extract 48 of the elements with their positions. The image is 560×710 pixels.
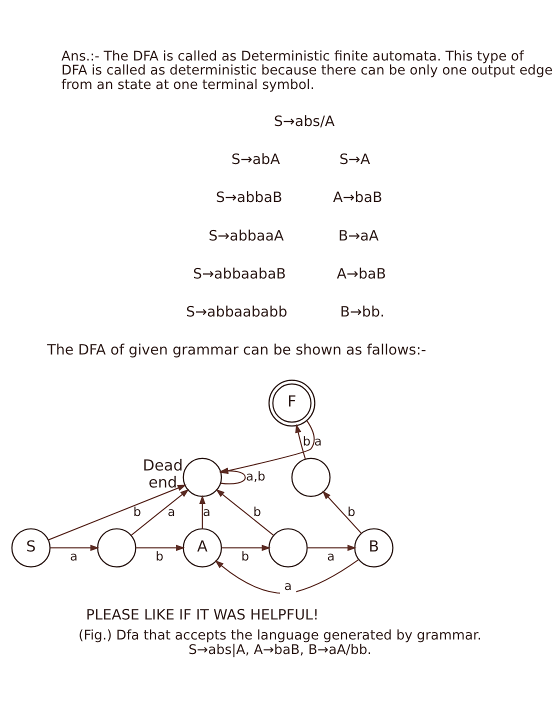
label: B→aA — [338, 228, 379, 244]
arrow — [222, 544, 271, 551]
node-circle: F — [268, 380, 316, 427]
arrow — [214, 559, 359, 594]
label: B→bb. — [340, 304, 385, 320]
edge-label: b — [302, 434, 311, 448]
node-circle — [291, 458, 331, 498]
edge-label: a,b — [246, 470, 266, 484]
arrow — [136, 544, 186, 551]
label: S→abA — [231, 152, 280, 168]
node-circle — [97, 528, 136, 568]
label: A→baB — [336, 266, 386, 282]
label: S→A — [339, 152, 370, 168]
node-circle: B — [354, 528, 394, 568]
edge-label: a — [202, 504, 210, 519]
edge-label: a — [327, 550, 335, 564]
arrow — [322, 490, 362, 534]
node-circle — [182, 458, 222, 498]
label: The DFA of given grammar can be shown as fallows:- — [47, 342, 426, 359]
arrow — [295, 424, 306, 460]
label: S→abbaababb — [186, 304, 288, 320]
edge-label: a — [314, 434, 322, 448]
label: PLEASE LIKE IF IT WAS HELPFUL! — [86, 607, 319, 624]
edge-label: b — [156, 550, 164, 564]
arrow — [199, 495, 206, 529]
edge-label: b — [348, 504, 356, 519]
edge-label: a — [284, 579, 292, 594]
caption: (Fig.) Dfa that accepts the language generated by grammar. S→abs|A, A→baB, B→aA/bb. — [78, 628, 482, 658]
label: S→abbaB — [216, 190, 282, 206]
label: S→abbaaA — [208, 228, 284, 244]
node-circle: A — [182, 528, 222, 568]
arrow — [48, 484, 187, 540]
arrow — [216, 488, 274, 536]
label: S→abbaabaB — [193, 266, 286, 282]
label: A→baB — [332, 190, 382, 206]
edge-label: b — [253, 504, 262, 519]
edge-label: a — [70, 550, 78, 564]
edge-label: a — [168, 504, 176, 519]
edge-label: b — [133, 504, 142, 519]
arrow — [130, 488, 190, 536]
label: S→abs/A — [274, 114, 335, 130]
arrow — [308, 544, 356, 551]
arrow — [50, 544, 100, 551]
label: Ans.:- The DFA is called as Deterministic finite automata. This type of DFA is called as deterministic because there can be only one output edge from an state at one terminal symbol. — [61, 49, 553, 93]
node-label: Dead end — [142, 456, 183, 492]
node-circle — [268, 528, 308, 568]
edge-label: b — [241, 550, 250, 564]
node-circle: S — [11, 528, 51, 568]
